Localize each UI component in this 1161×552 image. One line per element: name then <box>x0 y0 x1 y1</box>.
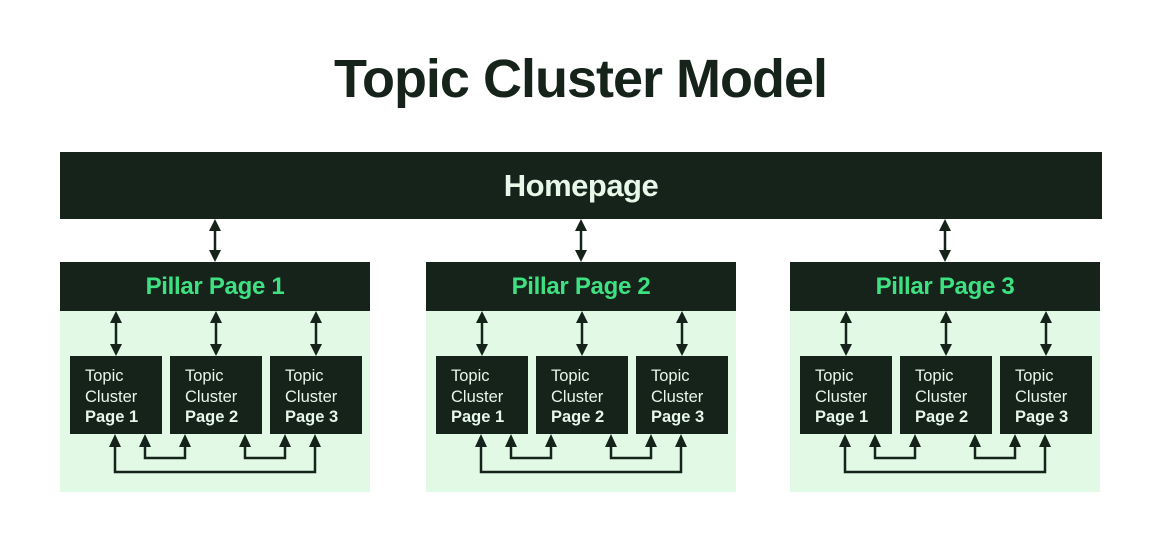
two-way-arrow-homepage-pillar2 <box>575 219 587 262</box>
pillar-page-label: Pillar Page 2 <box>511 272 651 300</box>
topic-cluster-box: Topic Cluster Page 3 <box>1000 356 1092 434</box>
topic-cluster-label: Cluster <box>1015 387 1068 406</box>
topic-cluster-label: Topic <box>451 367 490 385</box>
page-label: Page 1 <box>815 408 869 426</box>
pillar-page-label: Pillar Page 1 <box>145 272 285 300</box>
topic-cluster-box: Topic Cluster Page 1 <box>800 356 892 434</box>
topic-cluster-label: Topic <box>551 367 590 385</box>
pillar-page-label: Pillar Page 3 <box>875 272 1015 300</box>
homepage-node: Homepage <box>60 152 1102 219</box>
topic-cluster-label: Topic <box>1015 367 1054 385</box>
topic-cluster-label: Cluster <box>285 387 338 406</box>
page-label: Page 2 <box>185 408 239 426</box>
cluster-interlink-lines <box>109 434 321 474</box>
topic-cluster-label: Topic <box>651 367 690 385</box>
topic-cluster-label: Topic <box>185 367 224 385</box>
topic-cluster-box: Topic Cluster Page 3 <box>270 356 362 434</box>
two-way-arrow-pillar-cluster3 <box>310 311 322 356</box>
two-way-arrow-pillar-cluster3 <box>676 311 688 356</box>
pillar-group-3: Pillar Page 3 Topic Cluster Page 1 Topic… <box>790 262 1100 492</box>
two-way-arrow-pillar-cluster2 <box>576 311 588 356</box>
two-way-arrow-pillar-cluster2 <box>210 311 222 356</box>
topic-cluster-label: Topic <box>815 367 854 385</box>
two-way-arrow-homepage-pillar3 <box>939 219 951 262</box>
topic-cluster-label: Topic <box>85 367 124 385</box>
topic-cluster-box: Topic Cluster Page 2 <box>170 356 262 434</box>
two-way-arrow-pillar-cluster1 <box>476 311 488 356</box>
topic-cluster-box: Topic Cluster Page 2 <box>900 356 992 434</box>
two-way-arrow-homepage-pillar1 <box>209 219 221 262</box>
two-way-arrow-pillar-cluster1 <box>840 311 852 356</box>
page-label: Page 3 <box>651 408 705 426</box>
diagram-title: Topic Cluster Model <box>333 49 828 109</box>
two-way-arrow-pillar-cluster3 <box>1040 311 1052 356</box>
topic-cluster-label: Topic <box>915 367 954 385</box>
homepage-label: Homepage <box>503 167 659 203</box>
page-label: Page 1 <box>85 408 139 426</box>
page-label: Page 3 <box>1015 408 1069 426</box>
topic-cluster-label: Topic <box>285 367 324 385</box>
topic-cluster-box: Topic Cluster Page 3 <box>636 356 728 434</box>
page-label: Page 2 <box>915 408 969 426</box>
topic-cluster-label: Cluster <box>651 387 704 406</box>
two-way-arrow-pillar-cluster2 <box>940 311 952 356</box>
topic-cluster-label: Cluster <box>185 387 238 406</box>
pillar-page-node: Pillar Page 2 <box>426 262 736 311</box>
topic-cluster-box: Topic Cluster Page 2 <box>536 356 628 434</box>
pillar-page-node: Pillar Page 1 <box>60 262 370 311</box>
topic-cluster-label: Cluster <box>85 387 138 406</box>
topic-cluster-box: Topic Cluster Page 1 <box>70 356 162 434</box>
topic-cluster-box: Topic Cluster Page 1 <box>436 356 528 434</box>
topic-cluster-label: Cluster <box>551 387 604 406</box>
two-way-arrow-pillar-cluster1 <box>110 311 122 356</box>
cluster-interlink-lines <box>839 434 1051 474</box>
pillar-group-1: Pillar Page 1 Topic Cluster Page 1 Topic… <box>60 262 370 492</box>
topic-cluster-label: Cluster <box>815 387 868 406</box>
page-label: Page 2 <box>551 408 605 426</box>
page-label: Page 1 <box>451 408 505 426</box>
cluster-interlink-lines <box>475 434 687 474</box>
pillar-page-node: Pillar Page 3 <box>790 262 1100 311</box>
pillar-group-2: Pillar Page 2 Topic Cluster Page 1 Topic… <box>426 262 736 492</box>
page-label: Page 3 <box>285 408 339 426</box>
topic-cluster-label: Cluster <box>451 387 504 406</box>
topic-cluster-label: Cluster <box>915 387 968 406</box>
